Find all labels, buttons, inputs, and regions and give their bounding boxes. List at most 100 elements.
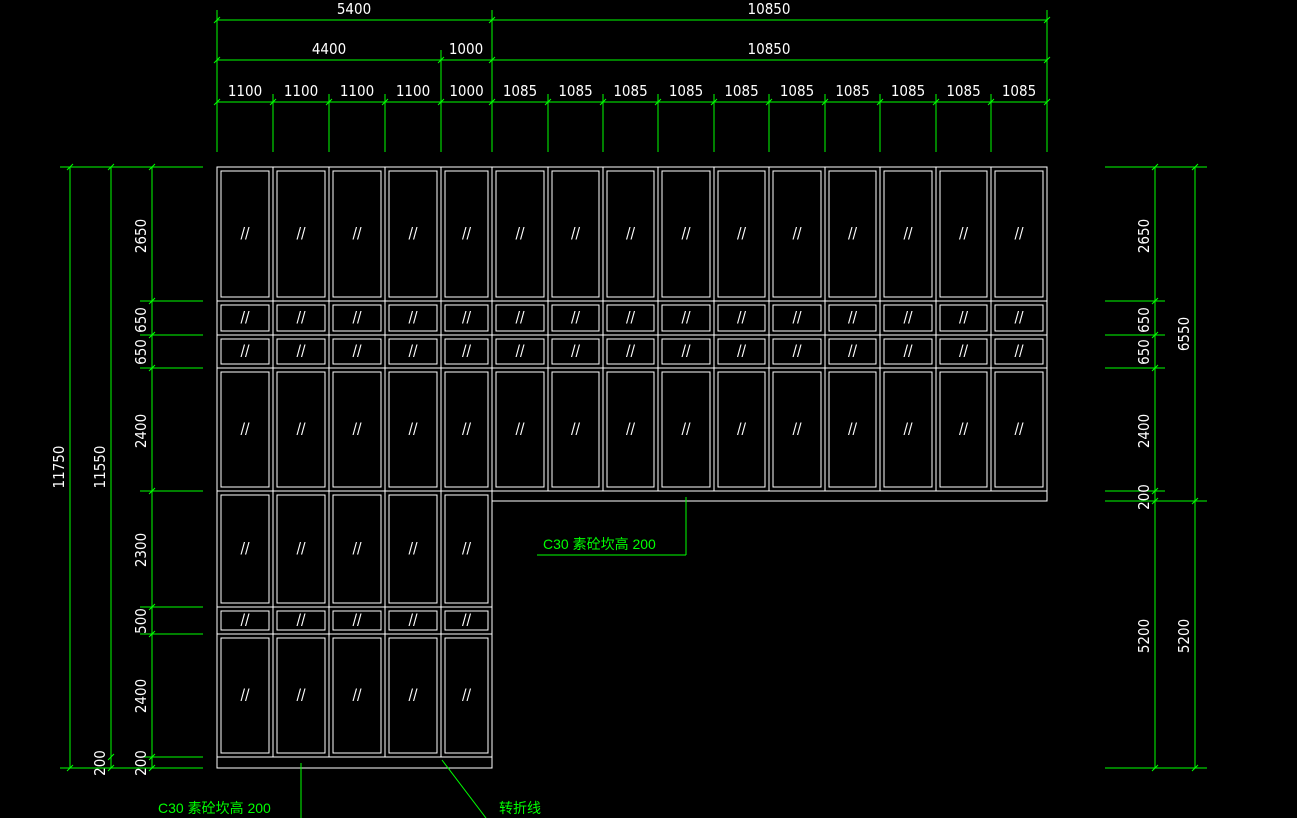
glass-panel: //	[491, 367, 549, 492]
panel-mark: //	[462, 342, 472, 360]
glass-panel: //	[328, 633, 386, 758]
panel-mark: //	[240, 342, 250, 360]
panel-mark: //	[959, 420, 969, 438]
panel-mark: //	[626, 308, 636, 326]
raised-note-lower: C30 素砼坎高 200	[158, 800, 271, 816]
glass-panel: //	[272, 606, 330, 635]
glass-panel: //	[272, 367, 330, 492]
panel-mark: //	[681, 224, 691, 242]
panel-mark: //	[959, 308, 969, 326]
glass-panel: //	[384, 166, 442, 302]
panel-mark: //	[515, 308, 525, 326]
left-dim-inner: 11550	[91, 446, 109, 489]
top-dim-row3-1: 1100	[284, 82, 318, 100]
panel-mark: //	[352, 308, 362, 326]
panel-mark: //	[571, 224, 581, 242]
glass-panel: //	[272, 490, 330, 608]
right-dim-lower-total: 5200	[1175, 619, 1193, 653]
glass-panel: //	[491, 334, 549, 369]
panel-mark: //	[240, 308, 250, 326]
top-dimension-lines	[213, 10, 1051, 152]
glass-panel: //	[272, 300, 330, 336]
glass-panel: //	[768, 334, 826, 369]
glass-panel: //	[990, 334, 1048, 369]
panel-mark: //	[681, 308, 691, 326]
panel-mark: //	[408, 224, 418, 242]
top-dim-row3-6: 1085	[558, 82, 592, 100]
glass-panel: //	[824, 367, 881, 492]
right-dim-segment-200: 200	[1135, 484, 1153, 510]
panel-mark: //	[296, 224, 306, 242]
glass-panel: //	[216, 300, 274, 336]
glass-panel: //	[713, 300, 770, 336]
glass-panel: //	[657, 334, 715, 369]
glass-panel: //	[990, 367, 1048, 492]
top-dim-row3-9: 1085	[724, 82, 758, 100]
left-dim-segment-650a: 650	[132, 307, 150, 333]
panel-mark: //	[408, 539, 418, 557]
glass-panel: //	[657, 300, 715, 336]
left-dim-segment-2650: 2650	[132, 219, 150, 253]
glass-panel: //	[384, 334, 442, 369]
panel-mark: //	[462, 420, 472, 438]
glass-panel: //	[491, 300, 549, 336]
glass-panel: //	[935, 334, 992, 369]
top-dim-row3-10: 1085	[780, 82, 814, 100]
raised-note-upper-leader	[537, 497, 687, 556]
panel-mark: //	[352, 420, 362, 438]
panel-mark: //	[848, 342, 858, 360]
panel-mark: //	[462, 539, 472, 557]
panel-mark: //	[1014, 342, 1024, 360]
panel-mark: //	[737, 420, 747, 438]
panel-mark: //	[408, 342, 418, 360]
glass-panel: //	[935, 367, 992, 492]
panel-mark: //	[626, 420, 636, 438]
panel-mark: //	[571, 308, 581, 326]
panel-mark: //	[408, 308, 418, 326]
glass-panel: //	[547, 334, 604, 369]
right-dimension-lines	[1105, 166, 1207, 769]
panel-mark: //	[240, 224, 250, 242]
glass-panel: //	[384, 606, 442, 635]
right-dim-segment-5200: 5200	[1135, 619, 1153, 653]
glass-panel: //	[440, 300, 493, 336]
top-dim-row3-7: 1085	[613, 82, 647, 100]
panel-mark: //	[408, 420, 418, 438]
panel-mark: //	[296, 308, 306, 326]
glass-panel: //	[879, 300, 937, 336]
top-dim-row3-11: 1085	[835, 82, 869, 100]
glass-panel: //	[935, 166, 992, 302]
glass-panel: //	[713, 334, 770, 369]
panel-mark: //	[240, 420, 250, 438]
panel-mark: //	[792, 342, 802, 360]
glass-panel: //	[440, 166, 493, 302]
panel-mark: //	[792, 224, 802, 242]
glass-panel: //	[879, 367, 937, 492]
glass-panel: //	[216, 633, 274, 758]
top-dim-row1-1: 10850	[748, 0, 791, 18]
panel-mark: //	[903, 342, 913, 360]
panel-mark: //	[515, 420, 525, 438]
panel-mark: //	[1014, 308, 1024, 326]
glass-panel: //	[328, 166, 386, 302]
left-dim-segment-500: 500	[132, 608, 150, 634]
panel-mark: //	[515, 224, 525, 242]
panel-mark: //	[240, 611, 250, 629]
right-dim-segment-2400: 2400	[1135, 414, 1153, 448]
panel-mark: //	[462, 611, 472, 629]
left-dim-segment-2300: 2300	[132, 533, 150, 567]
glass-panel: //	[602, 334, 659, 369]
top-dim-row3-5: 1085	[503, 82, 537, 100]
panel-mark: //	[903, 420, 913, 438]
left-dim-segment-200: 200	[132, 750, 150, 776]
panel-mark: //	[571, 420, 581, 438]
panel-mark: //	[296, 611, 306, 629]
glass-panel: //	[440, 606, 493, 635]
glass-panel: //	[768, 300, 826, 336]
panel-mark: //	[848, 308, 858, 326]
glass-panel: //	[602, 300, 659, 336]
glass-panel: //	[602, 166, 659, 302]
glass-panel: //	[824, 166, 881, 302]
glass-panel: //	[547, 166, 604, 302]
glass-panel: //	[713, 166, 770, 302]
